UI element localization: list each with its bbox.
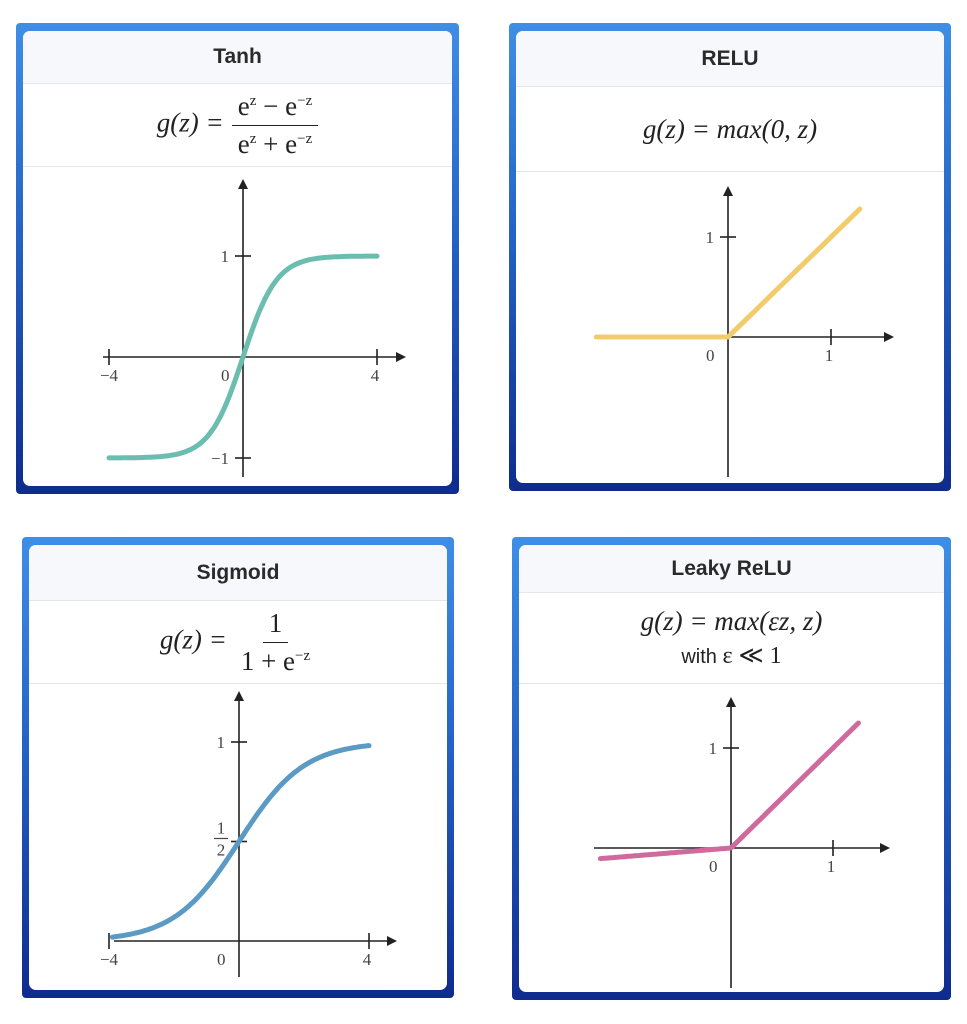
x-tick-label: −4 <box>100 950 119 969</box>
formula-denominator: ez + e−z <box>237 128 313 159</box>
formula-lhs: g(z) = max(εz, z) <box>640 606 823 636</box>
card-leaky: Leaky ReLU g(z) = max(εz, z) with ε ≪ 1 … <box>519 545 944 992</box>
y-tick-label: 1 <box>217 819 226 838</box>
y-axis-arrow <box>726 697 736 707</box>
x-tick-label: 4 <box>371 366 380 385</box>
y-tick-label: 1 <box>706 228 715 247</box>
series-line-tanh <box>106 253 380 461</box>
series-line-sigmoid <box>109 743 372 940</box>
panel-title: Sigmoid <box>29 545 447 601</box>
formula-numerator: 1 <box>262 608 289 643</box>
y-axis-arrow <box>234 691 244 701</box>
note-math: ε ≪ 1 <box>722 643 782 669</box>
x-tick-label: −4 <box>100 366 119 385</box>
plot-area: 0 1 1 <box>516 172 944 483</box>
x-tick-label: 1 <box>827 857 836 876</box>
chart-sigmoid: −4 0 4 1 1 2 <box>100 691 397 977</box>
y-axis-arrow <box>723 186 733 196</box>
formula-numerator: ez − e−z <box>231 91 319 126</box>
x-tick-label: 0 <box>217 950 226 969</box>
panel-title: RELU <box>516 31 944 87</box>
y-tick-label: 1 <box>709 739 718 758</box>
panel-leaky: Leaky ReLU g(z) = max(εz, z) with ε ≪ 1 … <box>512 537 951 1000</box>
formula-lhs: g(z) = <box>159 624 227 655</box>
formula-denominator: 1 + e−z <box>240 645 311 676</box>
plot-area: −4 0 4 1 −1 <box>23 167 452 486</box>
series-line-relu <box>593 206 863 340</box>
note-prefix: with <box>681 646 717 668</box>
x-tick-label: 1 <box>825 346 834 365</box>
formula-leaky: g(z) = max(εz, z) with ε ≪ 1 <box>519 593 944 684</box>
panel-title: Leaky ReLU <box>519 545 944 593</box>
y-tick-label: 1 <box>217 733 226 752</box>
series-line-leaky <box>597 720 861 862</box>
y-tick-label: −1 <box>211 449 229 468</box>
formula-note: with ε ≪ 1 <box>681 641 781 670</box>
chart-relu: 0 1 1 <box>593 186 894 477</box>
panel-relu: RELU g(z) = max(0, z) 0 1 1 <box>509 23 951 491</box>
formula-lhs: g(z) = max(0, z) <box>642 113 818 144</box>
x-axis-arrow <box>396 352 406 362</box>
x-tick-label: 0 <box>706 346 715 365</box>
y-tick-label: 1 <box>221 247 230 266</box>
chart-leaky: 0 1 1 <box>594 697 890 988</box>
card-relu: RELU g(z) = max(0, z) 0 1 1 <box>516 31 944 483</box>
x-tick-label: 4 <box>363 950 372 969</box>
panel-title: Tanh <box>23 31 452 84</box>
x-axis-arrow <box>387 936 397 946</box>
formula-relu: g(z) = max(0, z) <box>516 87 944 172</box>
x-tick-label: 0 <box>221 366 230 385</box>
plot-area: 0 1 1 <box>519 683 944 992</box>
x-axis-arrow <box>884 332 894 342</box>
x-axis-arrow <box>880 843 890 853</box>
chart-tanh: −4 0 4 1 −1 <box>100 179 406 477</box>
formula-lhs: g(z) = <box>156 107 224 138</box>
y-axis-arrow <box>238 179 248 189</box>
plot-area: −4 0 4 1 1 2 <box>29 684 447 990</box>
y-tick-label: 2 <box>217 841 226 860</box>
x-tick-label: 0 <box>709 857 718 876</box>
